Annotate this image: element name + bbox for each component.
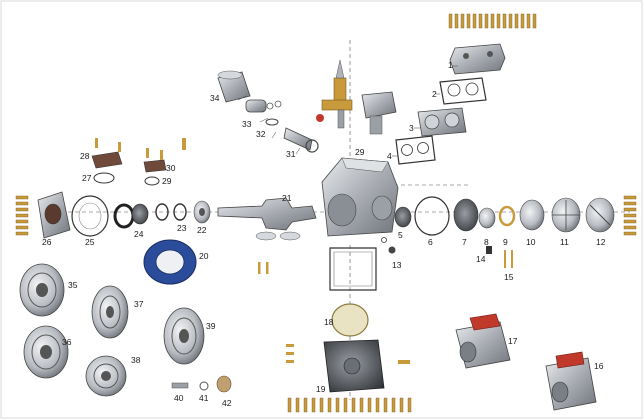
label-part-32: 32 — [256, 129, 266, 139]
part-small-hardware — [381, 237, 513, 268]
part-pulley-36 — [23, 325, 69, 379]
label-part-25: 25 — [85, 237, 95, 247]
part-pulley-bolt-set — [171, 375, 232, 393]
label-part-8: 8 — [484, 237, 489, 247]
part-shaft-seal — [113, 203, 149, 229]
part-cylinder-head-cover — [449, 43, 506, 75]
part-compressor-assembly-17 — [455, 313, 511, 369]
part-end-cap — [585, 197, 615, 233]
part-oil-pan-gasket — [329, 247, 377, 291]
part-connecting-rod — [283, 127, 319, 153]
label-part-16: 16 — [594, 361, 604, 371]
label-part-42: 42 — [222, 398, 232, 408]
label-part-5: 5 — [398, 230, 403, 240]
part-service-valve — [316, 59, 353, 129]
part-rings — [265, 118, 279, 126]
part-end-plate — [519, 199, 545, 231]
part-pulley-39 — [163, 307, 205, 365]
part-bearing-ring — [155, 203, 187, 221]
label-part-35: 35 — [68, 280, 78, 290]
label-part-2: 2 — [432, 89, 437, 99]
part-gasket-upper — [439, 77, 487, 105]
part-piston-pin — [245, 99, 282, 113]
part-rear-gasket — [414, 196, 450, 236]
top-bolts — [448, 13, 537, 29]
part-spacer — [394, 206, 412, 228]
label-part-29a: 29 — [162, 176, 172, 186]
part-end-gasket — [71, 195, 109, 237]
part-brass-ring — [498, 205, 516, 227]
part-oil-pan — [323, 339, 410, 393]
part-oil-screen — [331, 303, 369, 337]
label-part-34: 34 — [210, 93, 220, 103]
part-compressor-assembly-16 — [545, 351, 597, 411]
label-part-39: 39 — [206, 321, 216, 331]
part-oil-pump — [478, 207, 496, 229]
part-bearing — [193, 200, 211, 224]
label-part-38: 38 — [131, 355, 141, 365]
part-valve-plate — [417, 107, 467, 137]
part-clutch-coil — [143, 239, 197, 285]
label-part-14: 14 — [476, 254, 486, 264]
bottom-bolts — [287, 397, 412, 413]
label-part-29b: 29 — [355, 147, 365, 157]
pan-side-bolts — [286, 344, 294, 363]
part-number-labels: 1 2 3 4 5 6 7 8 9 10 11 12 13 14 15 16 1… — [42, 60, 606, 408]
label-part-13: 13 — [392, 260, 402, 270]
label-part-18: 18 — [324, 317, 334, 327]
part-crankshaft — [217, 197, 317, 241]
label-part-9: 9 — [503, 237, 508, 247]
label-part-37: 37 — [134, 299, 144, 309]
label-part-30: 30 — [166, 163, 176, 173]
crank-bolts — [258, 262, 269, 274]
label-part-40: 40 — [174, 393, 184, 403]
part-pulley-35 — [19, 263, 65, 317]
part-small-flange — [91, 138, 186, 186]
part-rear-cover — [453, 198, 479, 232]
label-part-26: 26 — [42, 237, 52, 247]
part-pulley-38 — [85, 355, 127, 397]
label-part-17: 17 — [508, 336, 518, 346]
label-part-23: 23 — [177, 223, 187, 233]
label-part-27: 27 — [82, 173, 92, 183]
part-flange — [37, 191, 71, 239]
label-part-20: 20 — [199, 251, 209, 261]
left-bolts — [15, 195, 29, 236]
label-part-6: 6 — [428, 237, 433, 247]
label-part-1: 1 — [448, 60, 453, 70]
label-part-24: 24 — [134, 229, 144, 239]
label-part-10: 10 — [526, 237, 536, 247]
label-part-36: 36 — [62, 337, 72, 347]
label-part-28: 28 — [80, 151, 90, 161]
part-compressor-housing — [321, 157, 399, 237]
label-part-15: 15 — [504, 272, 514, 282]
label-part-22: 22 — [197, 225, 207, 235]
part-gasket-lower — [395, 135, 436, 165]
label-part-7: 7 — [462, 237, 467, 247]
right-bolts — [623, 195, 637, 236]
part-valve-block — [361, 91, 397, 135]
label-part-12: 12 — [596, 237, 606, 247]
label-part-21: 21 — [282, 193, 292, 203]
part-piston — [217, 70, 251, 103]
part-bearing-cover — [551, 197, 581, 233]
label-part-41: 41 — [199, 393, 209, 403]
part-pulley-37 — [91, 285, 129, 339]
label-part-11: 11 — [560, 237, 569, 247]
label-part-4: 4 — [387, 151, 392, 161]
label-part-19: 19 — [316, 384, 326, 394]
label-part-3: 3 — [409, 123, 414, 133]
label-part-31: 31 — [286, 149, 296, 159]
label-part-33: 33 — [242, 119, 252, 129]
leader-lines — [237, 65, 458, 157]
